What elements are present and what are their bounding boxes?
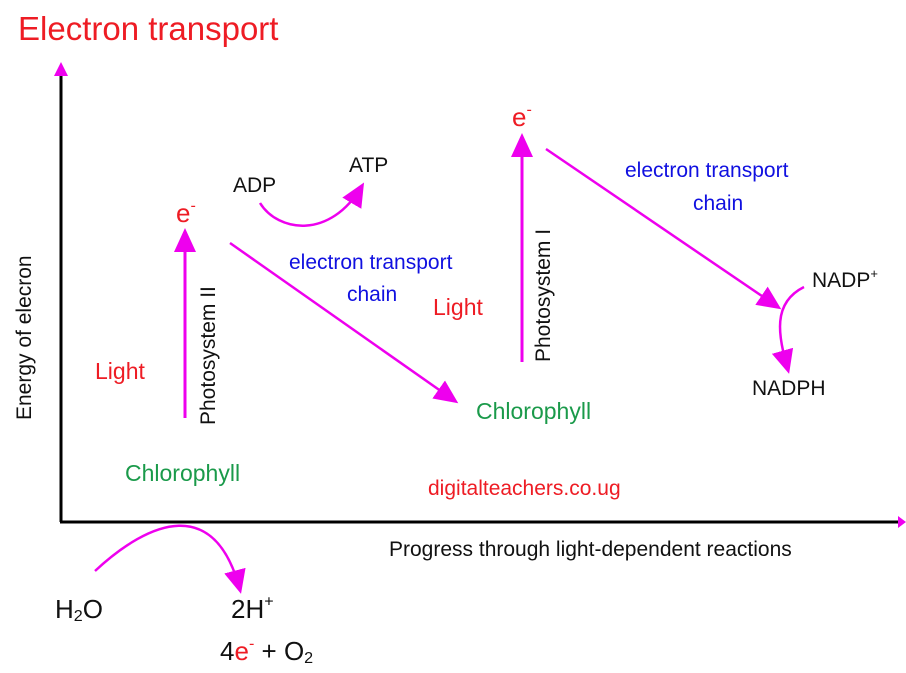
nadp-label: NADP+ bbox=[812, 265, 878, 292]
etc1-label-line2: chain bbox=[347, 283, 398, 306]
atp-label: ATP bbox=[349, 154, 389, 177]
psi-chlorophyll-label: Chlorophyll bbox=[476, 398, 592, 424]
psi-electron-label: e- bbox=[512, 100, 532, 132]
adp-label: ADP bbox=[233, 174, 277, 197]
photosystem-ii-label: Photosystem II bbox=[197, 286, 220, 425]
psii-light-label: Light bbox=[95, 358, 145, 384]
etc2-label-line2: chain bbox=[693, 192, 744, 215]
psii-electron-label: e- bbox=[176, 196, 196, 228]
psii-chlorophyll-label: Chlorophyll bbox=[125, 460, 241, 486]
nadp-reduction-arrow bbox=[771, 285, 805, 374]
etc2-label-line1: electron transport bbox=[625, 159, 789, 182]
y-axis-label: Energy of elecron bbox=[13, 255, 36, 420]
water-label: H2O bbox=[55, 594, 103, 626]
nadph-label: NADPH bbox=[752, 377, 826, 400]
watermark-label: digitalteachers.co.ug bbox=[428, 477, 621, 500]
protons-label: 2H+ bbox=[231, 592, 274, 624]
x-axis-arrowhead bbox=[898, 516, 906, 528]
y-axis-arrowhead bbox=[54, 62, 68, 76]
etc1-downhill-arrow bbox=[229, 241, 459, 404]
photosystem-i-label: Photosystem I bbox=[532, 228, 555, 362]
psi-light-label: Light bbox=[433, 294, 483, 320]
water-splitting-arrow bbox=[94, 524, 246, 594]
etc1-label-line1: electron transport bbox=[289, 251, 453, 274]
x-axis-label: Progress through light-dependent reactio… bbox=[389, 538, 792, 561]
etc2-downhill-arrow bbox=[545, 147, 782, 310]
page-title: Electron transport bbox=[18, 10, 279, 47]
adp-to-atp-arrow bbox=[258, 182, 365, 227]
water-products-label: 4e- + O2 bbox=[220, 634, 314, 668]
